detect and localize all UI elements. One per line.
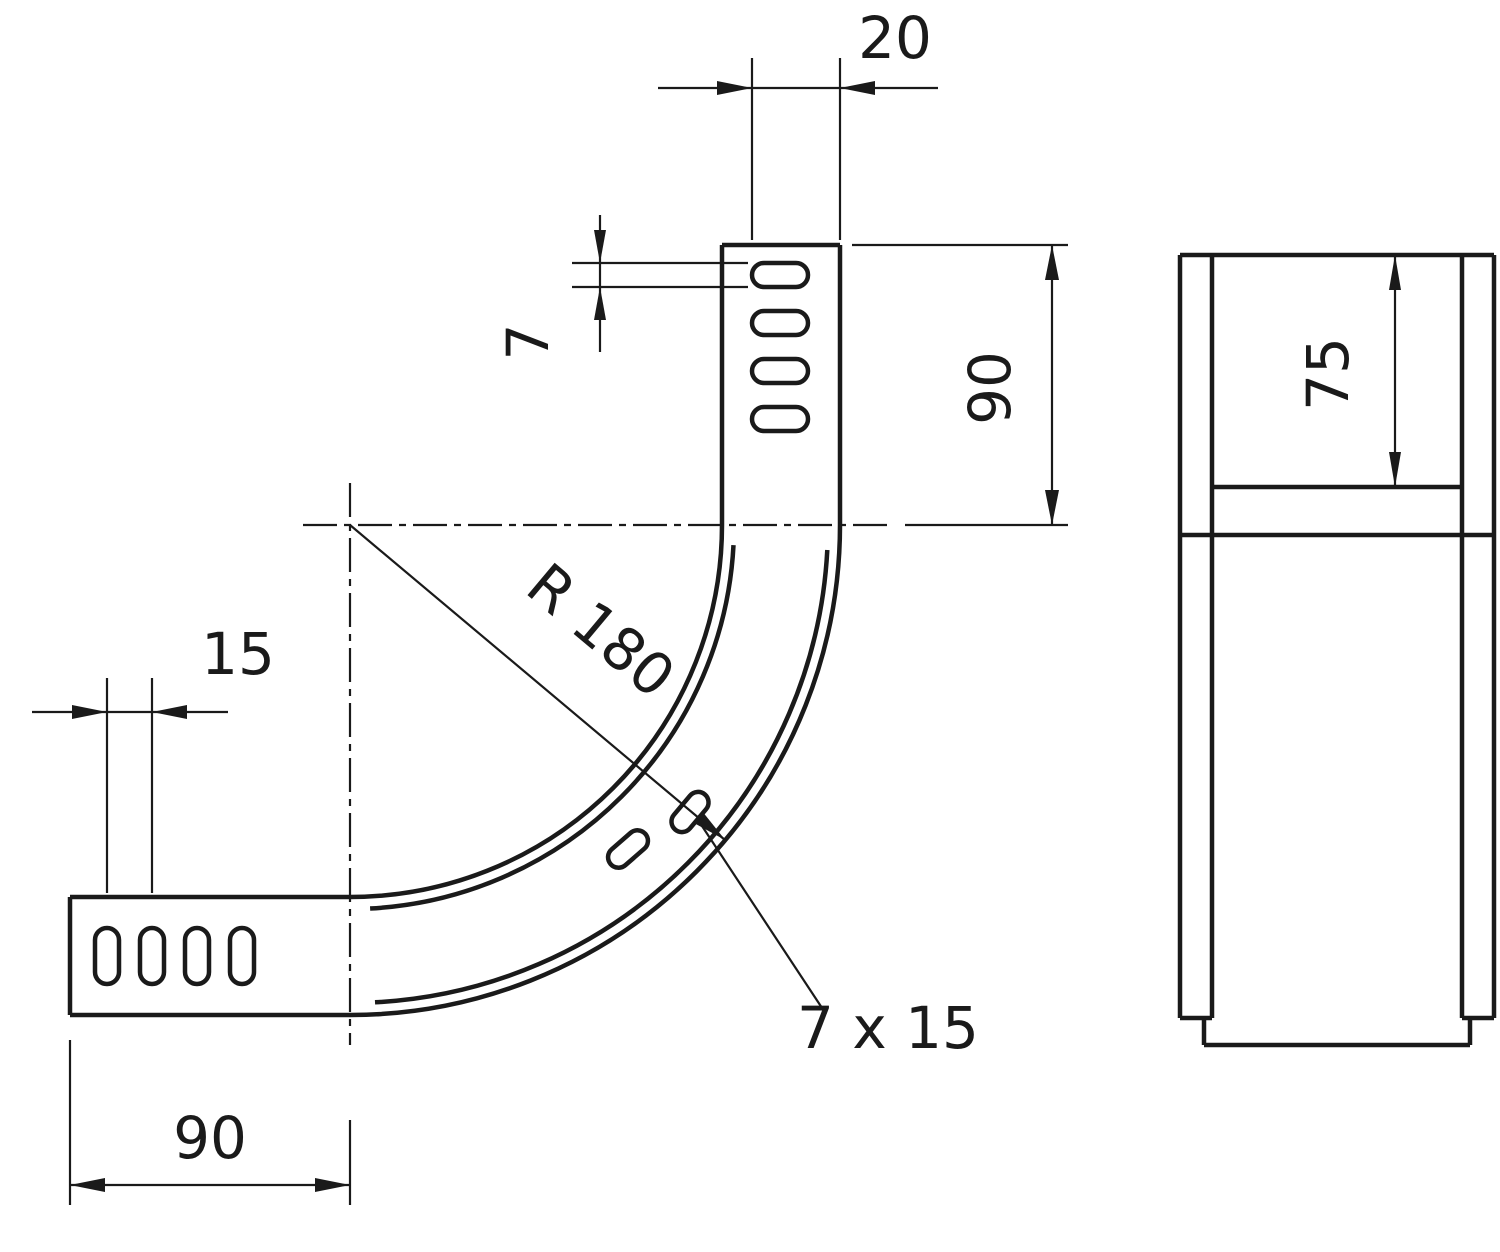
dim-20-label: 20 — [858, 4, 932, 72]
top-arm-slots — [749, 260, 811, 434]
arrowhead — [72, 705, 107, 719]
arrowhead — [1389, 255, 1401, 290]
arrowhead — [70, 1178, 105, 1192]
arrowhead — [315, 1178, 350, 1192]
arrowhead — [694, 812, 726, 841]
dim-7-label: 7 — [494, 324, 562, 361]
slot-hole — [227, 925, 257, 987]
dim-7x15-label: 7 x 15 — [797, 994, 979, 1062]
arrowhead — [1045, 245, 1059, 280]
arrowhead — [152, 705, 187, 719]
slot-hole — [749, 356, 811, 386]
arrowhead — [1045, 490, 1059, 525]
dim-75-label: 75 — [1294, 337, 1362, 411]
slot-hole — [182, 925, 212, 987]
slot-hole — [749, 404, 811, 434]
side-view — [1177, 252, 1497, 1048]
slot-hole — [137, 925, 167, 987]
arrowhead — [1389, 452, 1401, 487]
centerlines — [303, 483, 888, 1045]
outer-flange-line — [374, 549, 830, 1005]
dimension-90-height: 90 — [852, 243, 1068, 527]
dimension-90-length: 90 — [68, 1040, 352, 1205]
bend-inner-contour — [70, 245, 725, 900]
dim-15-label: 15 — [201, 620, 275, 688]
dim-r180-label: R 180 — [514, 550, 688, 711]
dimension-r180: R 180 — [349, 524, 726, 841]
inner-flange-line — [369, 544, 736, 911]
slot-hole — [92, 925, 122, 987]
dimension-75: 75 — [1294, 255, 1401, 487]
bend-outer-contour — [70, 245, 843, 1018]
front-view — [67, 242, 888, 1045]
slot-hole — [749, 308, 811, 338]
dimension-7x15: 7 x 15 — [701, 825, 979, 1062]
radius-line — [349, 524, 726, 841]
leader-line — [701, 825, 827, 1015]
dimension-20: 20 — [658, 4, 938, 240]
arrowhead — [717, 81, 752, 95]
dim-90-length-label: 90 — [173, 1104, 247, 1172]
arrowhead — [594, 287, 606, 320]
slot-hole — [605, 828, 651, 870]
arrowhead — [840, 81, 875, 95]
dimension-7: 7 — [494, 215, 748, 360]
bottom-arm-slots — [92, 925, 257, 987]
slot-hole — [749, 260, 811, 290]
arrowhead — [594, 230, 606, 263]
dimension-15: 15 — [32, 620, 275, 893]
dim-90-height-label: 90 — [956, 351, 1024, 425]
